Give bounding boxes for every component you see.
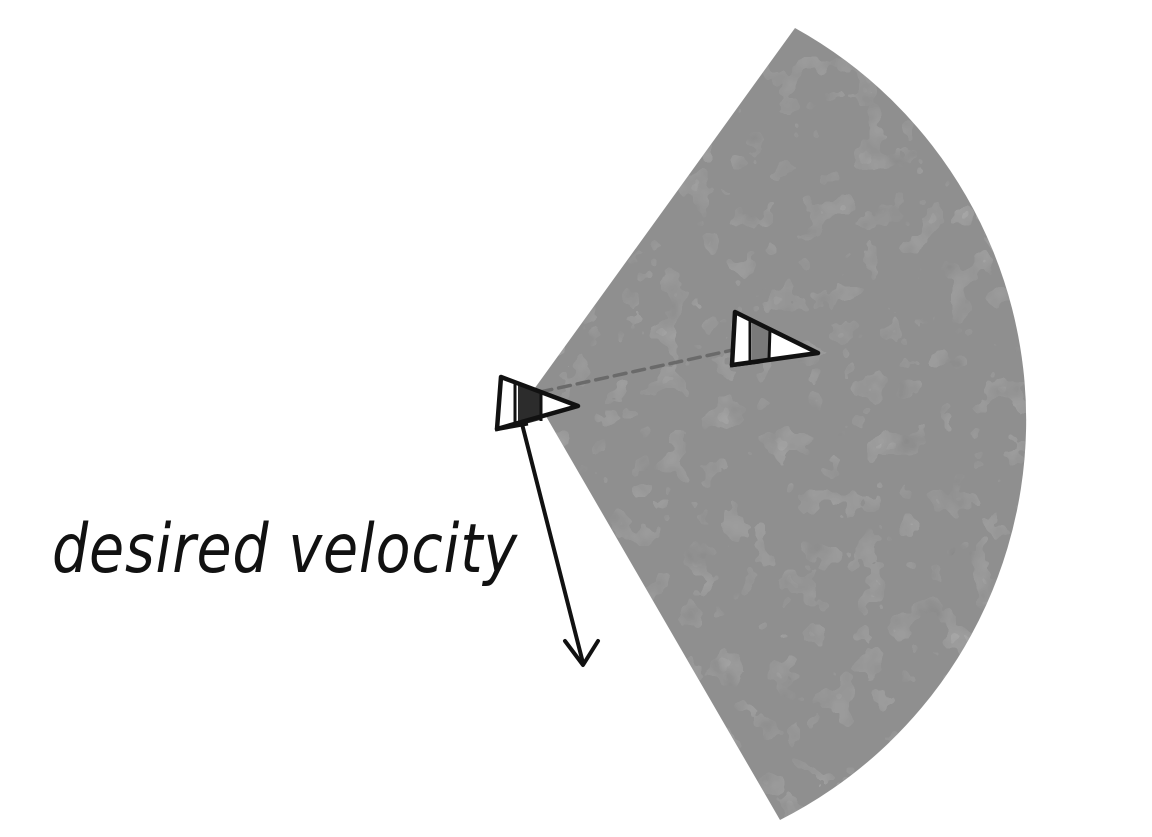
neighbor-agent-stripe (752, 321, 769, 362)
neighbor-agent-outline (729, 309, 821, 368)
vision-cone (532, 28, 1027, 820)
self-agent-outline (494, 374, 581, 432)
desired-velocity-arrow-icon (519, 418, 600, 667)
vision-cone-texture (532, 28, 1027, 820)
neighbor-agent-icon (729, 309, 821, 368)
desired-velocity-label: desired velocity (52, 510, 518, 589)
self-agent-icon (494, 374, 581, 432)
self-agent-stripe (518, 385, 540, 426)
sight-line (538, 346, 744, 394)
